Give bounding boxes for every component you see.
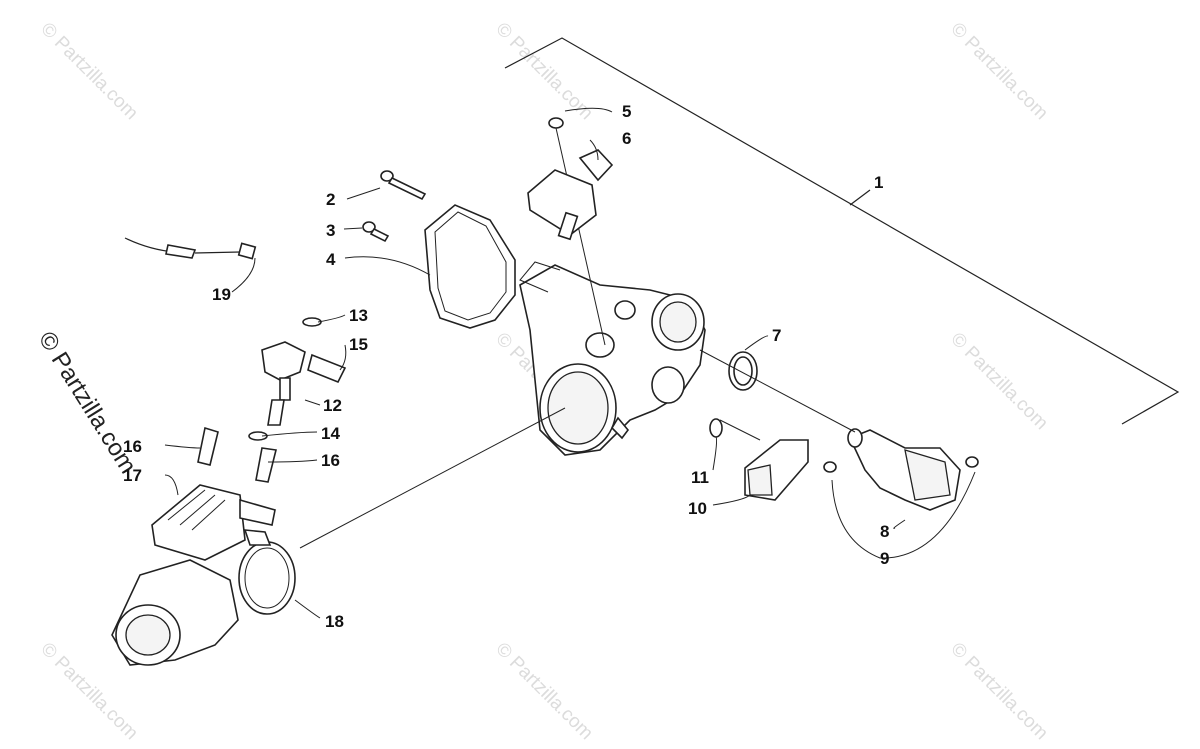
screw xyxy=(362,221,390,243)
callout-9: 9 xyxy=(880,549,889,568)
band-clamp xyxy=(238,529,296,615)
screw xyxy=(823,456,979,473)
watermark: © Partzilla.com xyxy=(946,329,1051,434)
callout-13: 13 xyxy=(349,306,368,325)
screw xyxy=(380,170,427,201)
o-ring xyxy=(709,418,723,438)
callout-11: 11 xyxy=(691,468,709,487)
connector xyxy=(744,439,809,501)
o-ring xyxy=(248,431,268,441)
callout-18: 18 xyxy=(325,612,344,631)
watermark: © Partzilla.com xyxy=(946,639,1051,744)
sensor xyxy=(527,149,614,241)
callout-12: 12 xyxy=(323,396,342,415)
watermark: © Partzilla.com xyxy=(491,19,596,124)
watermark: © Partzilla.com xyxy=(491,639,596,744)
throttle-body xyxy=(519,261,706,456)
callout-2: 2 xyxy=(326,190,335,209)
leader-line xyxy=(849,189,871,206)
callout-10: 10 xyxy=(688,499,707,518)
leader-lines xyxy=(164,107,976,619)
callout-19: 19 xyxy=(212,285,231,304)
callout-1: 1 xyxy=(874,173,883,192)
o-ring xyxy=(302,317,322,327)
assembly-bracket xyxy=(504,37,1180,425)
callout-labels: 1 2 3 4 5 6 7 8 9 10 11 12 13 14 15 16 1… xyxy=(123,102,889,631)
callout-7: 7 xyxy=(772,326,781,345)
callout-5: 5 xyxy=(622,102,631,121)
intake-boot xyxy=(111,484,276,666)
callout-16: 16 xyxy=(321,451,340,470)
callout-8: 8 xyxy=(880,522,889,541)
cover-gasket xyxy=(424,204,516,329)
callout-15: 15 xyxy=(349,335,368,354)
callout-4: 4 xyxy=(326,250,336,269)
screw xyxy=(548,117,606,346)
callout-16: 16 xyxy=(123,437,142,456)
fuel-injector xyxy=(261,341,347,426)
throttle-cable xyxy=(124,237,257,260)
callout-6: 6 xyxy=(622,129,631,148)
callout-3: 3 xyxy=(326,221,335,240)
callout-17: 17 xyxy=(123,466,142,485)
callout-14: 14 xyxy=(321,424,340,443)
bolt xyxy=(197,426,277,483)
watermark: © Partzilla.com xyxy=(36,19,141,124)
o-ring xyxy=(728,351,758,391)
watermark: © Partzilla.com xyxy=(946,19,1051,124)
idle-air-control xyxy=(847,428,961,511)
